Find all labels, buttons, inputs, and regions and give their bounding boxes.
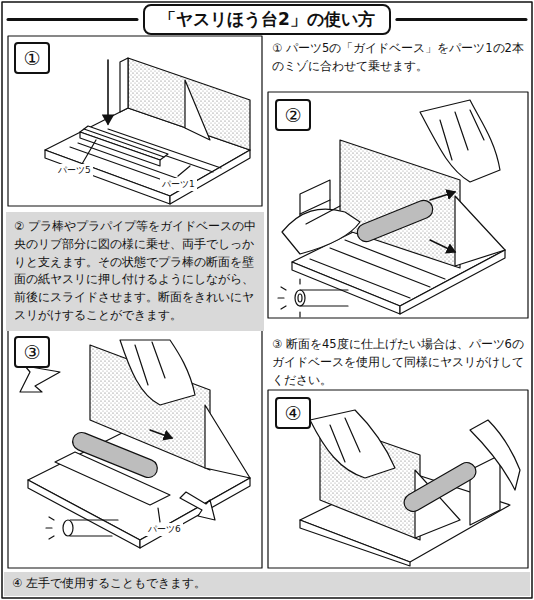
part-label: パーツ1: [160, 178, 197, 191]
step-text: ③ 断面を45度に仕上げたい場合は、パーツ6のガイドベースを使用して同様にヤスリ…: [272, 336, 524, 389]
part-label: パーツ6: [146, 523, 183, 536]
node-text: ④: [277, 399, 309, 427]
jig-drawing: [300, 410, 520, 566]
panel-frame: [8, 36, 262, 206]
jig-drawing: [20, 340, 250, 548]
panel-frame: [268, 390, 528, 568]
step-number: ④: [275, 397, 311, 429]
node-text: ② プラ棒やプラパイプ等をガイドベースの中央のリブ部分に図の様に乗せ、両手でしっ…: [14, 218, 256, 325]
title-rule: [397, 18, 526, 21]
panel-frame: [268, 92, 528, 318]
jig-drawing: [278, 100, 505, 317]
node-text: ③: [16, 338, 48, 366]
instruction-band: ② プラ棒やプラパイプ等をガイドベースの中央のリブ部分に図の様に乗せ、両手でしっ…: [6, 212, 264, 331]
node-text: ①: [16, 44, 48, 72]
step-number: ①: [14, 42, 50, 74]
title-box: 「ヤスリほう台2」の使い方: [143, 4, 391, 35]
node-text: ④ 左手で使用することもできます。: [12, 575, 522, 593]
part-label: パーツ5: [56, 164, 93, 177]
node-text: ②: [277, 101, 309, 129]
jig-drawing: [45, 58, 250, 204]
step-number: ②: [275, 99, 311, 131]
title-rule: [8, 18, 137, 21]
instruction-band: ④ 左手で使用することもできます。: [4, 572, 530, 596]
step-number: ③: [14, 336, 50, 368]
step-text: ① パーツ5の「ガイドベース」をパーツ1の2本のミゾに合わせて乗せます。: [272, 40, 524, 76]
panel-frame: [8, 330, 262, 568]
